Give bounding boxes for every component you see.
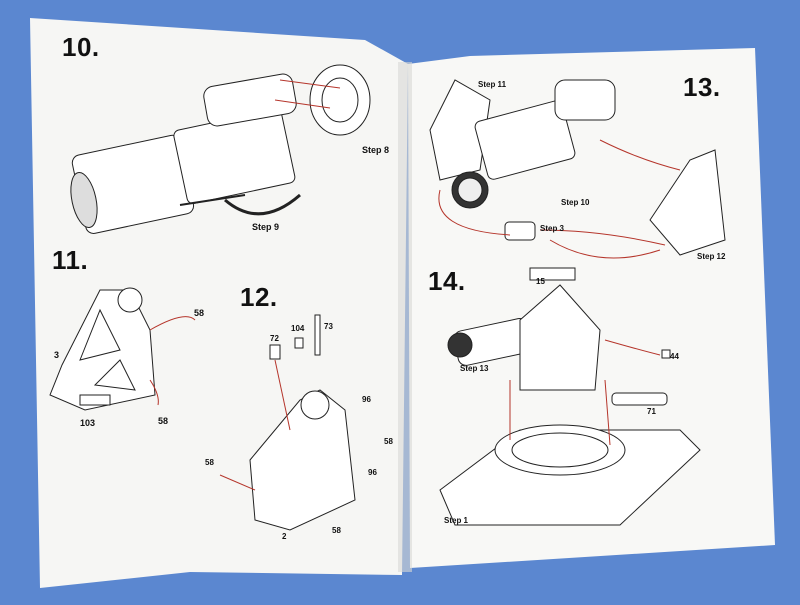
label-part-44: 44	[670, 352, 679, 361]
barrel-14-muzzle	[447, 332, 473, 358]
barrel-13-bore	[457, 177, 483, 203]
callout-line-12a	[274, 359, 291, 431]
label-part-71: 71	[647, 407, 656, 416]
part-103	[79, 394, 111, 406]
label-step-13: Step 13	[460, 364, 489, 373]
callout-line-12b	[219, 474, 256, 491]
step-13-number: 13.	[683, 72, 721, 102]
part-15	[529, 267, 576, 281]
step-12-illustration	[219, 314, 356, 531]
cradle-13	[474, 100, 576, 180]
label-step-12: Step 12	[697, 252, 726, 261]
label-step-8: Step 8	[362, 145, 390, 155]
recoil-13	[554, 79, 616, 121]
label-part-103: 103	[80, 418, 96, 428]
callout-line-13b	[549, 239, 661, 259]
label-part-58-d: 58	[205, 458, 214, 467]
label-step-1: Step 1	[444, 516, 469, 525]
label-part-96-b: 96	[368, 468, 377, 477]
label-part-104: 104	[291, 324, 305, 333]
gear-part	[504, 221, 536, 241]
label-step-11: Step 11	[478, 80, 507, 89]
label-part-3: 3	[54, 350, 60, 360]
label-part-72: 72	[270, 334, 279, 343]
label-part-73: 73	[324, 322, 333, 331]
callout-line-13d	[539, 229, 666, 246]
mount-14	[519, 284, 601, 391]
part-73	[314, 314, 321, 356]
spine-shadow	[398, 62, 412, 572]
step-11-number: 11.	[52, 245, 89, 275]
step-12-part	[649, 149, 726, 256]
label-step-10: Step 10	[561, 198, 590, 207]
callout-line-13c	[599, 139, 681, 171]
step-14-illustration	[439, 284, 701, 526]
label-part-58-a: 58	[194, 308, 205, 318]
label-step-9: Step 9	[252, 222, 280, 232]
barrel-rod	[179, 194, 246, 206]
step-14-number: 14.	[428, 266, 466, 296]
step-12-number: 12.	[240, 282, 278, 312]
step-10-illustration	[70, 64, 371, 234]
step-10-number: 10.	[62, 32, 100, 62]
label-part-2: 2	[282, 532, 287, 541]
cradle-ring-inner	[321, 77, 359, 123]
plate-12-boss	[300, 390, 330, 420]
part-72	[269, 344, 281, 360]
label-part-58-b: 58	[158, 416, 169, 426]
label-part-58-e: 58	[332, 526, 341, 535]
side-plate	[49, 289, 156, 411]
callout-line-11a	[149, 316, 196, 331]
part-44	[661, 349, 671, 359]
callout-line-14c	[604, 339, 661, 356]
callout-line-10a	[279, 79, 341, 89]
step-13-illustration	[429, 79, 726, 281]
callout-line-14b	[604, 379, 611, 446]
turntable-inner	[511, 432, 609, 468]
side-plate-cutout-2	[93, 359, 136, 391]
side-plate-boss	[117, 287, 143, 313]
label-step-3: Step 3	[540, 224, 565, 233]
label-part-96-a: 96	[362, 395, 371, 404]
recoil-cylinder	[203, 73, 297, 127]
part-104	[294, 337, 304, 349]
side-plate-cutout-1	[79, 308, 121, 361]
step-11-illustration	[49, 287, 196, 411]
elevation-arc	[224, 193, 301, 216]
barrel-muzzle	[70, 171, 98, 229]
callout-line-11b	[149, 379, 159, 406]
label-part-15: 15	[536, 277, 545, 286]
label-part-58-c: 58	[384, 437, 393, 446]
callout-line-13a	[438, 189, 511, 236]
cradle-ring	[309, 64, 371, 136]
part-71	[611, 392, 668, 406]
callout-line-10b	[274, 99, 331, 109]
